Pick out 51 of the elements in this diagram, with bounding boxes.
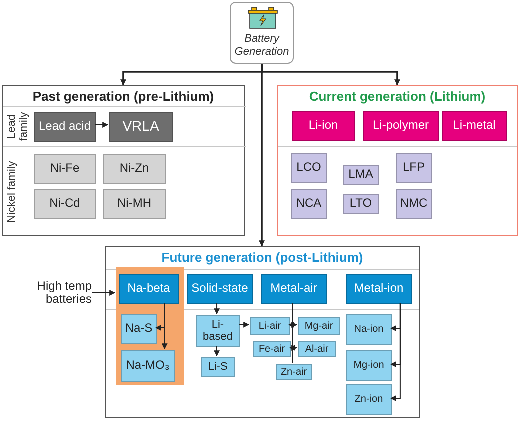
annotation-text: High temp batteries: [18, 278, 92, 308]
process-box: Zn-ion: [346, 384, 392, 415]
root-card: [230, 2, 294, 64]
process-box: Na-ion: [346, 314, 392, 345]
arrow: [92, 290, 116, 296]
process-box: Fe-air: [253, 341, 291, 357]
arrow: [214, 346, 220, 357]
arrow: [238, 322, 250, 328]
process-box: Ni-Zn: [103, 154, 166, 184]
process-box: Li-polymer: [363, 111, 439, 141]
process-box: Na-S: [121, 314, 157, 344]
process-box: Ni-MH: [103, 189, 166, 219]
process-box: Metal-ion: [346, 274, 412, 304]
group-panel: [2, 85, 245, 236]
process-box: LMA: [343, 165, 379, 185]
process-box: Li-ion: [292, 111, 355, 141]
process-box: Solid-state: [187, 274, 253, 304]
process-box: Lead acid: [34, 112, 96, 142]
group-panel: [105, 246, 420, 418]
arrow: [94, 122, 109, 128]
process-box: Al-air: [298, 341, 336, 357]
process-box: Mg-ion: [346, 350, 392, 381]
process-box: Ni-Fe: [34, 154, 96, 184]
process-box: VRLA: [109, 112, 173, 142]
process-box: LCO: [291, 153, 327, 183]
process-box: Na-beta: [119, 274, 179, 304]
arrow: [162, 302, 168, 350]
process-box: Na-MO₃: [121, 350, 175, 382]
process-box: Zn-air: [276, 364, 312, 380]
highlight-box: [116, 267, 184, 385]
process-box: NCA: [291, 189, 327, 219]
process-box: Mg-air: [298, 317, 340, 335]
band-label: Nickel family: [6, 160, 18, 225]
process-box: Metal-air: [261, 274, 327, 304]
group-title: Current generation (Lithium): [308, 89, 487, 104]
process-box: NMC: [396, 189, 432, 219]
arrow: [390, 302, 401, 402]
process-box: Ni-Cd: [34, 189, 96, 219]
process-box: LFP: [396, 153, 432, 183]
process-box: LTO: [343, 194, 379, 214]
group-title: Past generation (pre-Lithium): [32, 89, 216, 104]
process-box: Li-air: [250, 317, 290, 335]
arrow: [259, 64, 265, 247]
group-panel: [277, 85, 518, 236]
node-label: Battery Generation: [234, 33, 290, 60]
arrow: [214, 302, 220, 315]
band-label: Lead family: [6, 111, 30, 143]
process-box: Li-S: [201, 357, 235, 377]
process-box: Li-based: [196, 315, 240, 347]
group-title: Future generation (post-Lithium): [160, 250, 364, 265]
process-box: Li-metal: [442, 111, 507, 141]
